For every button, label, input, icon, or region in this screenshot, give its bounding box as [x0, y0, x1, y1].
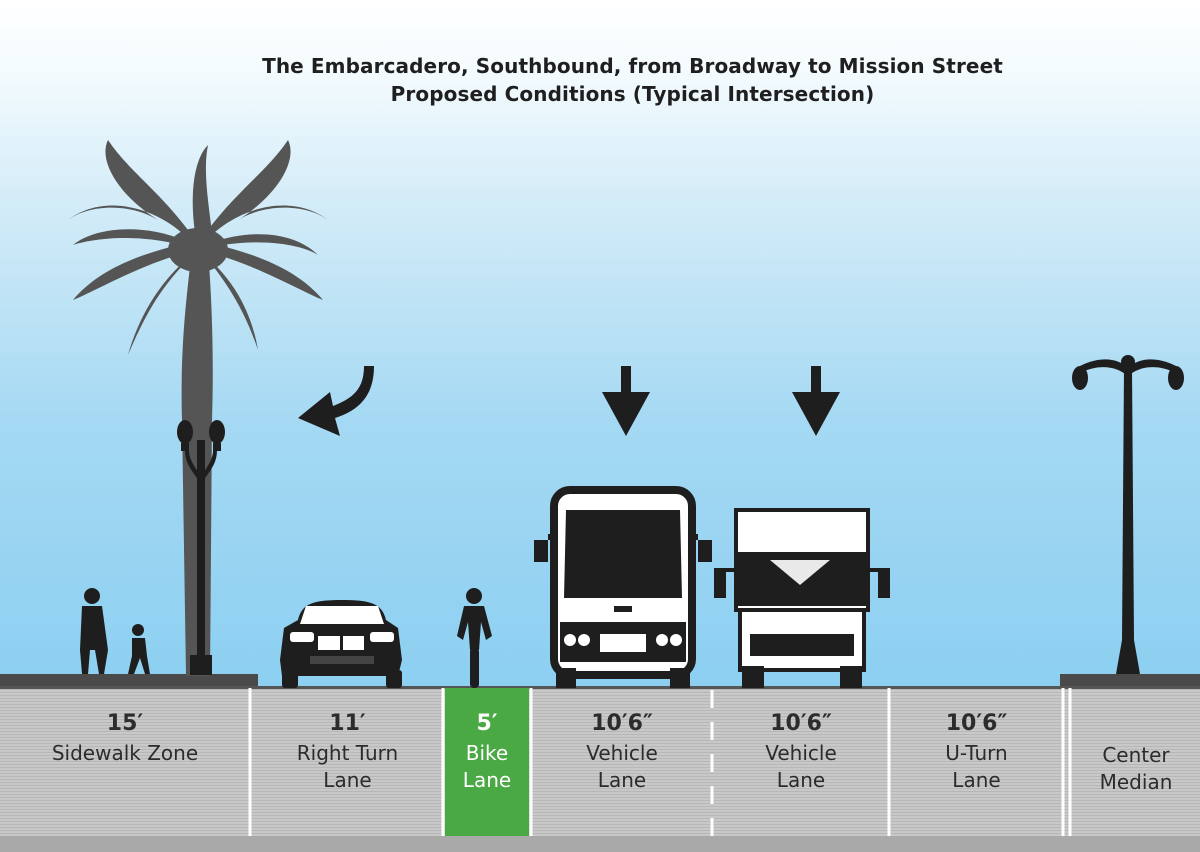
lane-width: 5′ [476, 711, 498, 736]
turn-arrow-icon [298, 366, 374, 436]
roadway-surface [0, 686, 1200, 852]
lane-label: Sidewalk Zone [51, 741, 199, 765]
lane-width: 10′6″ [945, 711, 1008, 736]
bottom-edge [0, 836, 1200, 852]
lane-vehicle-1: 10′6″ Vehicle Lane [533, 688, 711, 836]
car-icon [280, 600, 402, 688]
pedestrian-icon [80, 588, 108, 674]
diagram-subtitle: Proposed Conditions (Typical Intersectio… [390, 82, 875, 106]
lane-label: Bike Lane [462, 741, 512, 792]
lane-width: 10′6″ [591, 711, 653, 736]
lane-label: Center Median [1099, 743, 1173, 794]
bike-lane-fill [445, 688, 529, 836]
lane-right-turn: 11′ Right Turn Lane [252, 688, 443, 836]
lane-sidewalk-zone: 15′ Sidewalk Zone [0, 688, 250, 836]
down-arrow-icon [602, 366, 650, 436]
bus-icon [534, 486, 712, 688]
lane-width: 10′6″ [770, 711, 832, 736]
sidewalk-curb [0, 674, 258, 688]
road-edge [0, 686, 1200, 689]
street-lamp-icon [177, 420, 225, 675]
down-arrow-icon [792, 366, 840, 436]
lane-label: Right Turn Lane [296, 741, 399, 792]
median-curb [1060, 674, 1200, 688]
lane-width: 15′ [106, 711, 144, 736]
diagram-title: The Embarcadero, Southbound, from Broadw… [262, 54, 1003, 78]
street-lamp-icon [1072, 355, 1184, 674]
lane-label: U-Turn Lane [945, 741, 1008, 792]
lane-label: Vehicle Lane [586, 741, 658, 792]
lane-u-turn: 10′6″ U-Turn Lane [891, 688, 1062, 836]
lane-label: Vehicle Lane [765, 741, 837, 792]
lane-bike: 5′ Bike Lane [445, 688, 529, 836]
cyclist-icon [457, 588, 492, 688]
lane-vehicle-2: 10′6″ Vehicle Lane [714, 688, 888, 836]
lane-width: 11′ [329, 711, 366, 736]
child-icon [128, 624, 150, 674]
lane-center-median: Center Median [1072, 688, 1200, 836]
truck-icon [714, 508, 890, 688]
